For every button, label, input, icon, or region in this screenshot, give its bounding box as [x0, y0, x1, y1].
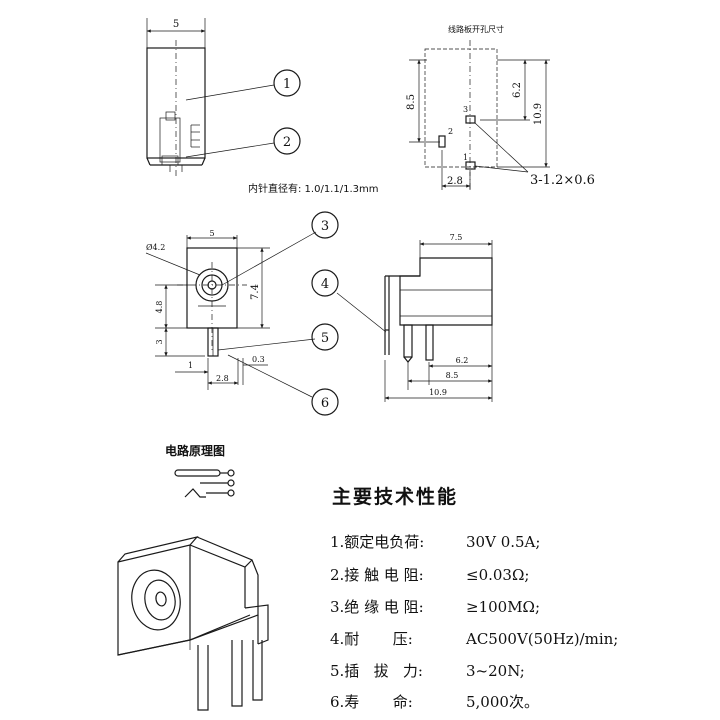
spec-value-4: AC500V(50Hz)/min; — [465, 630, 618, 648]
callout-6: 6 — [321, 396, 329, 411]
pcb-pin-1-label: 1 — [463, 153, 468, 162]
circuit-schematic: 电路原理图 — [165, 443, 235, 498]
spec-label-5: 5.插 拔 力: — [330, 662, 423, 680]
spec-value-3: ≥100MΩ; — [466, 598, 540, 616]
spec-value-2: ≤0.03Ω; — [466, 566, 529, 584]
spec-value-6: 5,000次。 — [466, 693, 539, 711]
front-pin-width-dim: 0.3 — [252, 355, 265, 364]
side-view: 7.5 6.2 8.5 10.9 — [336, 233, 493, 402]
spec-value-5: 3~20N; — [466, 662, 525, 680]
callout-2: 2 — [283, 135, 291, 150]
front-dim-2-8: 2.8 — [216, 374, 229, 383]
spec-label-2: 2.接 触 电 阻: — [330, 566, 424, 584]
callout-4: 4 — [321, 277, 329, 292]
callout-5: 5 — [321, 331, 329, 346]
top-view: 5 内针直径有: 1.0/1.1/1.3mm — [146, 18, 378, 195]
front-dim-3: 3 — [155, 339, 164, 344]
front-dim-4-8: 4.8 — [155, 301, 164, 314]
pcb-dim-2-8: 2.8 — [447, 176, 463, 187]
pcb-dim-8-5: 8.5 — [406, 94, 417, 110]
side-dim-8-5: 8.5 — [446, 371, 459, 380]
pcb-dim-10-9: 10.9 — [533, 103, 544, 125]
specs-title: 主要技术性能 — [332, 485, 458, 508]
spec-label-4: 4.耐 压: — [330, 630, 413, 648]
side-dim-6-2: 6.2 — [456, 356, 469, 365]
side-dim-10-9: 10.9 — [429, 388, 447, 397]
circuit-title: 电路原理图 — [165, 443, 225, 458]
side-top-dim: 7.5 — [450, 233, 463, 242]
pin-diameter-note: 内针直径有: 1.0/1.1/1.3mm — [248, 182, 378, 195]
pcb-dim-6-2: 6.2 — [512, 82, 523, 98]
pcb-pin-3-label: 3 — [463, 105, 468, 114]
front-view: 5 Ø4.2 7.4 4.8 3 0.3 1 2.8 — [145, 229, 317, 398]
pcb-layout: 线路板开孔尺寸 8.5 6.2 10.9 3 2 1 2.8 3-1.2×0.6 — [406, 24, 595, 190]
front-dim-1: 1 — [188, 361, 193, 370]
callout-markers: 1 2 3 4 5 6 — [273, 69, 339, 416]
iso-view — [117, 535, 269, 711]
spec-value-1: 30V 0.5A; — [466, 533, 540, 551]
front-diameter-dim: Ø4.2 — [146, 243, 165, 252]
spec-label-3: 3.绝 缘 电 阻: — [330, 598, 424, 616]
callout-3: 3 — [321, 219, 329, 234]
front-height-dim: 7.4 — [250, 284, 261, 300]
pcb-hole-spec: 3-1.2×0.6 — [530, 173, 595, 188]
front-width-dim: 5 — [209, 229, 214, 238]
pcb-pin-2-label: 2 — [448, 127, 453, 136]
callout-1: 1 — [283, 77, 291, 92]
spec-label-6: 6.寿 命: — [330, 693, 413, 711]
top-width-dim: 5 — [173, 19, 179, 30]
pcb-layout-title: 线路板开孔尺寸 — [448, 24, 504, 34]
spec-label-1: 1.额定电负荷: — [330, 533, 424, 551]
specs-panel: 主要技术性能 1.额定电负荷: 30V 0.5A; 2.接 触 电 阻: ≤0.… — [330, 485, 618, 711]
